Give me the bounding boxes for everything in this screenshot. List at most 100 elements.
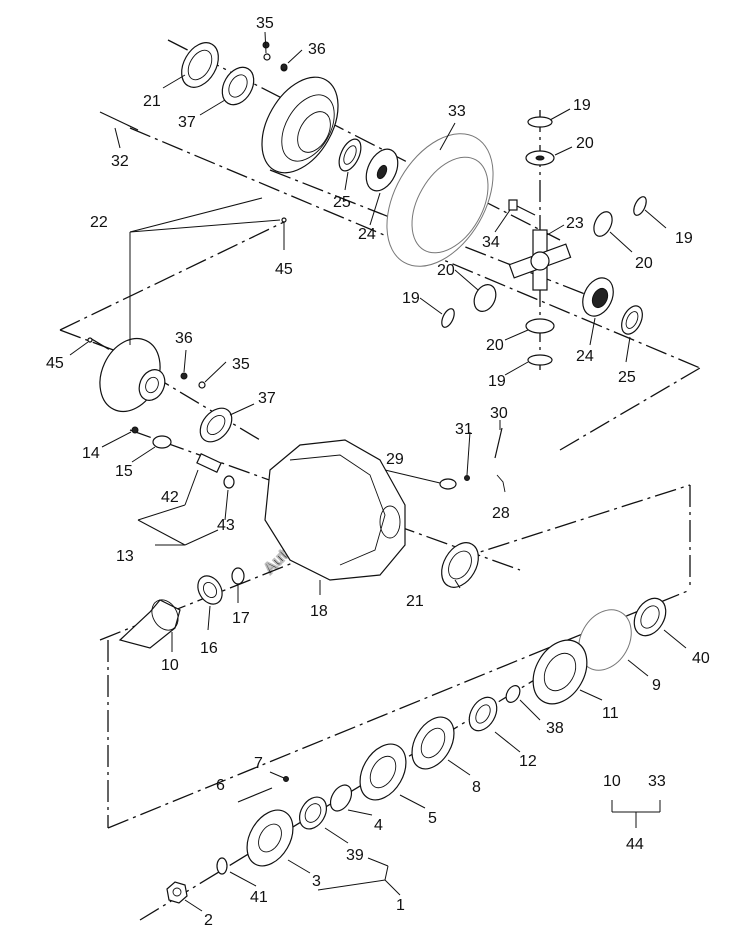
snap-ring-17 bbox=[231, 567, 245, 585]
pin-45-upper bbox=[281, 217, 287, 223]
nut-2 bbox=[166, 881, 188, 904]
label-9: 9 bbox=[652, 677, 661, 694]
washer-19-bottom bbox=[527, 354, 553, 366]
label-41: 41 bbox=[250, 889, 268, 906]
pin-43 bbox=[223, 475, 235, 489]
label-25-upper: 25 bbox=[333, 194, 351, 211]
washer-19-top bbox=[527, 116, 553, 128]
flange-3 bbox=[246, 809, 294, 867]
gasket-9 bbox=[578, 609, 632, 671]
bearing-cup-21-upper bbox=[181, 42, 219, 88]
label-43: 43 bbox=[217, 517, 235, 534]
label-21-lower: 21 bbox=[406, 593, 424, 610]
label-8: 8 bbox=[472, 779, 481, 796]
label-11: 11 bbox=[602, 705, 619, 722]
seal-39 bbox=[298, 796, 328, 830]
label-28: 28 bbox=[492, 505, 510, 522]
label-14: 14 bbox=[82, 445, 100, 462]
bearing-housing-11 bbox=[532, 639, 588, 705]
label-21-upper: 21 bbox=[143, 93, 161, 110]
drive-pinion-10 bbox=[118, 599, 181, 649]
label-24-lower: 24 bbox=[576, 348, 594, 365]
flange-5 bbox=[359, 743, 407, 801]
label-17: 17 bbox=[232, 610, 250, 627]
ring-4 bbox=[329, 784, 353, 812]
label-34: 34 bbox=[482, 234, 500, 251]
gasket-8 bbox=[411, 716, 455, 770]
bolt-34 bbox=[508, 199, 536, 216]
label-25-lower: 25 bbox=[618, 369, 636, 386]
label-19-right: 19 bbox=[675, 230, 693, 247]
carrier-housing-18 bbox=[264, 439, 406, 581]
label-20-right: 20 bbox=[635, 255, 653, 272]
label-33: 33 bbox=[448, 103, 466, 120]
label-16: 16 bbox=[200, 640, 218, 657]
label-20-top: 20 bbox=[576, 135, 594, 152]
side-gear-24-upper bbox=[365, 148, 399, 192]
label-10-group: 10 bbox=[603, 773, 621, 790]
washer-25-lower bbox=[621, 305, 643, 335]
label-22: 22 bbox=[90, 214, 108, 231]
wire-28 bbox=[496, 474, 506, 493]
spider-23 bbox=[508, 229, 572, 291]
pinion-gear-20-top bbox=[525, 150, 555, 166]
part-number-labels: 35 36 21 37 32 33 25 24 34 19 20 23 19 2… bbox=[46, 15, 710, 929]
bolt-6 bbox=[237, 787, 273, 803]
label-44: 44 bbox=[626, 836, 644, 853]
label-40: 40 bbox=[692, 650, 710, 667]
nut-35-upper bbox=[263, 53, 271, 61]
label-33-group: 33 bbox=[648, 773, 666, 790]
bearing-cone-37-left bbox=[199, 407, 233, 443]
label-37-upper: 37 bbox=[178, 114, 196, 131]
bearing-12 bbox=[468, 696, 498, 732]
washer-19-left bbox=[441, 308, 455, 328]
label-23: 23 bbox=[566, 215, 584, 232]
label-45-upper: 45 bbox=[275, 261, 293, 278]
bearing-16 bbox=[197, 575, 223, 605]
spacer-38 bbox=[505, 685, 521, 703]
label-38: 38 bbox=[546, 720, 564, 737]
diff-case-upper bbox=[261, 41, 339, 174]
seal-40 bbox=[633, 597, 667, 637]
lock-29 bbox=[439, 478, 457, 490]
pinion-gear-20-left bbox=[473, 284, 497, 312]
adjuster-42 bbox=[196, 453, 222, 473]
label-19-left: 19 bbox=[402, 290, 420, 307]
label-19-bottom: 19 bbox=[488, 373, 506, 390]
label-35-upper: 35 bbox=[256, 15, 274, 32]
label-18: 18 bbox=[310, 603, 328, 620]
ring-gear-33 bbox=[386, 133, 494, 267]
label-37-left: 37 bbox=[258, 390, 276, 407]
side-gear-24-lower bbox=[582, 277, 614, 317]
label-30: 30 bbox=[490, 405, 508, 422]
label-15: 15 bbox=[115, 463, 133, 480]
label-35-left: 35 bbox=[232, 356, 250, 373]
label-13: 13 bbox=[116, 548, 134, 565]
washer-7 bbox=[283, 776, 289, 782]
label-45-left: 45 bbox=[46, 355, 64, 372]
diff-case-left bbox=[99, 337, 166, 413]
label-10: 10 bbox=[161, 657, 179, 674]
bolt-36-upper bbox=[280, 63, 288, 71]
label-4: 4 bbox=[374, 817, 383, 834]
label-36-upper: 36 bbox=[308, 41, 326, 58]
label-29: 29 bbox=[386, 451, 404, 468]
washer-25-upper bbox=[338, 138, 362, 172]
label-1: 1 bbox=[396, 897, 405, 914]
label-19-top: 19 bbox=[573, 97, 591, 114]
label-42: 42 bbox=[161, 489, 179, 506]
washer-19-right bbox=[633, 196, 647, 216]
label-7: 7 bbox=[254, 755, 263, 772]
pinion-gear-20-bottom bbox=[525, 318, 555, 334]
label-3: 3 bbox=[312, 873, 321, 890]
label-32: 32 bbox=[111, 153, 129, 170]
lock-plate-15 bbox=[152, 435, 172, 449]
label-5: 5 bbox=[428, 810, 437, 827]
label-12: 12 bbox=[519, 753, 537, 770]
washer-31 bbox=[464, 475, 470, 481]
leader-lines bbox=[69, 31, 687, 912]
bearing-cone-37-upper bbox=[221, 66, 255, 106]
label-36-left: 36 bbox=[175, 330, 193, 347]
bolt-30 bbox=[494, 427, 503, 459]
